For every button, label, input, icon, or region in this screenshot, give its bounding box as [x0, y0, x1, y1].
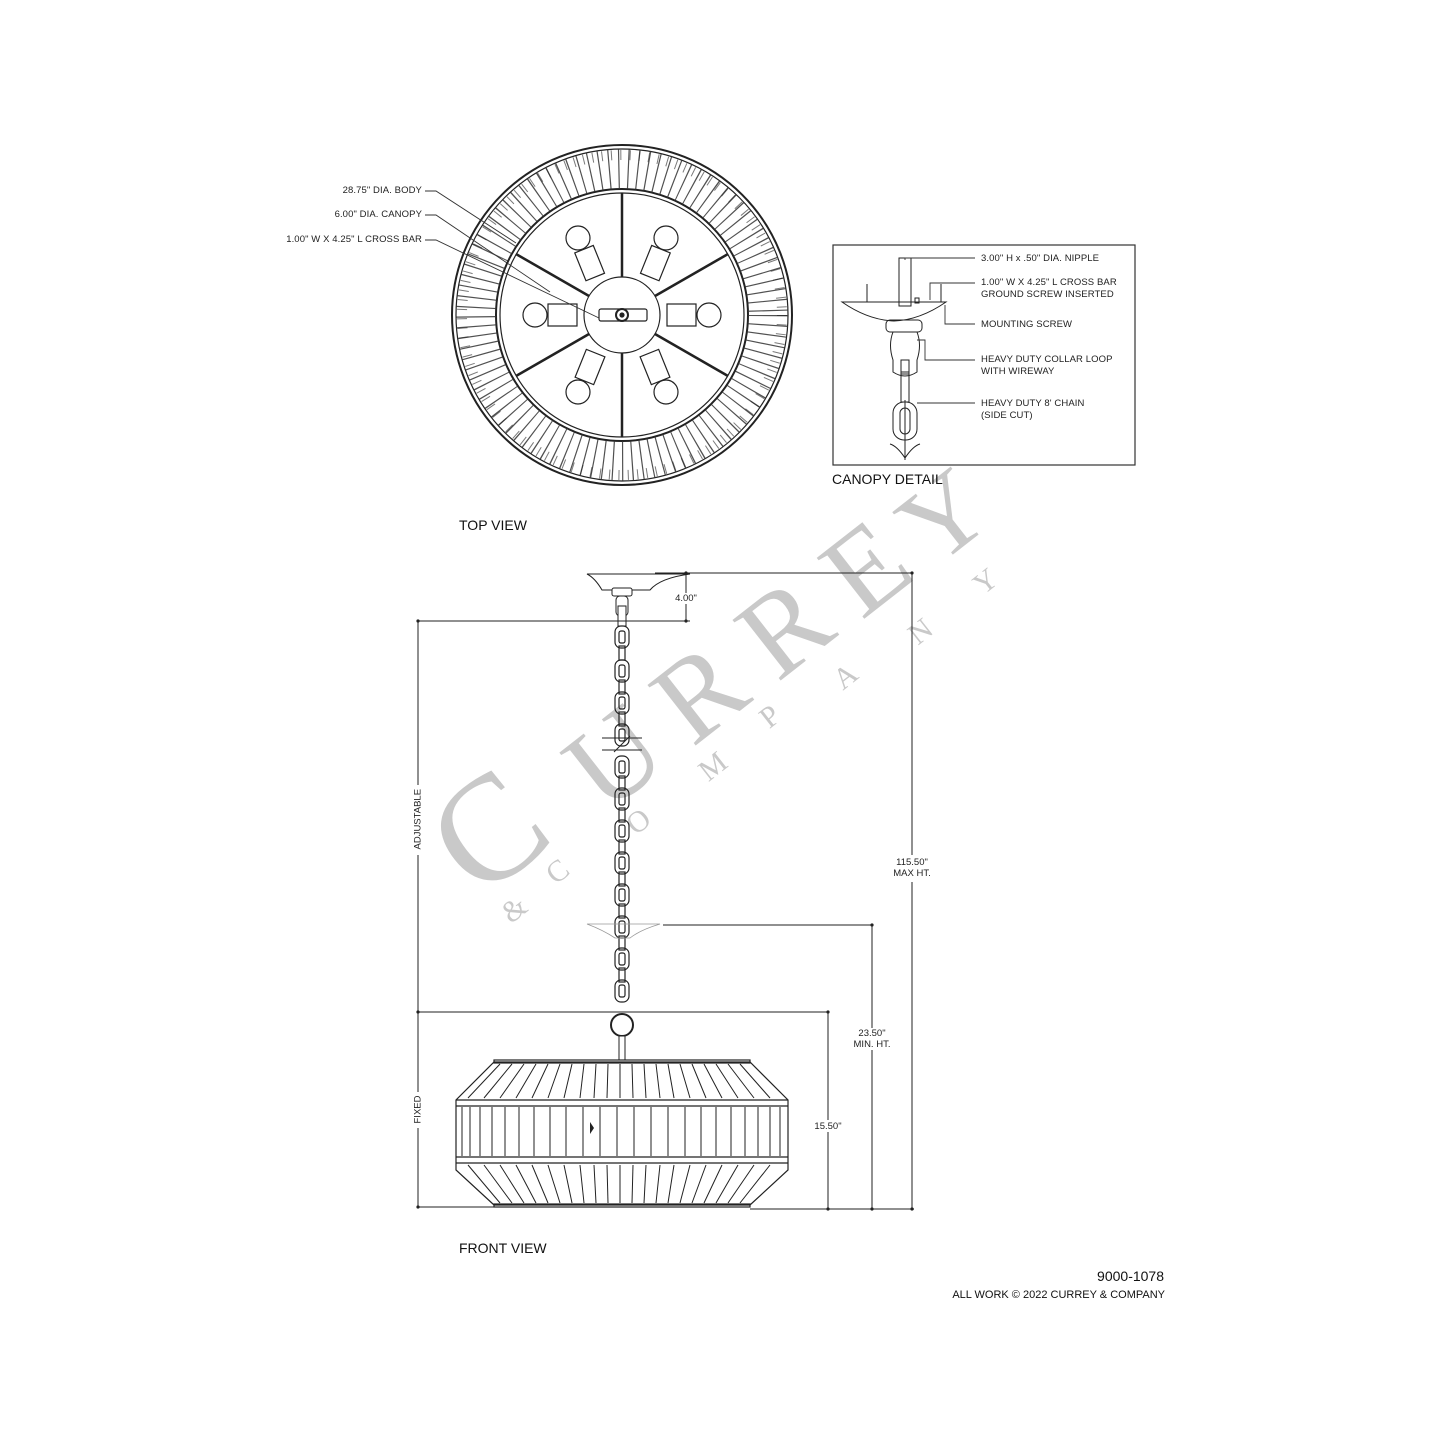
dim-min-height: 23.50" MIN. HT. — [847, 1028, 897, 1050]
part-number: 9000-1078 — [1097, 1268, 1164, 1284]
front-view-title: FRONT VIEW — [459, 1240, 547, 1256]
callout-chain: HEAVY DUTY 8' CHAIN — [981, 398, 1085, 409]
dim-max-height-label: MAX HT. — [893, 868, 931, 879]
callout-cross-bar: 1.00" W X 4.25" L CROSS BAR — [286, 234, 422, 245]
dim-max-height-value: 115.50" — [896, 857, 928, 868]
callout-collar-loop: HEAVY DUTY COLLAR LOOP — [981, 354, 1113, 365]
callout-wireway: WITH WIREWAY — [981, 366, 1055, 377]
dim-min-height-label: MIN. HT. — [853, 1039, 891, 1050]
dim-canopy-height: 4.00" — [671, 593, 701, 604]
callout-body-diameter: 28.75" DIA. BODY — [342, 185, 422, 196]
dim-adjustable-label: ADJUSTABLE — [412, 788, 424, 850]
copyright: ALL WORK © 2022 CURREY & COMPANY — [952, 1289, 1165, 1301]
dim-max-height: 115.50" MAX HT. — [887, 857, 937, 879]
dim-fixed-label: FIXED — [412, 1095, 424, 1124]
callout-ground-screw: GROUND SCREW INSERTED — [981, 289, 1114, 300]
callout-side-cut: (SIDE CUT) — [981, 410, 1033, 421]
top-view-title: TOP VIEW — [459, 517, 527, 533]
dim-body-height: 15.50" — [808, 1121, 848, 1132]
dim-min-height-value: 23.50" — [858, 1028, 886, 1039]
canopy-detail-title: CANOPY DETAIL — [832, 471, 943, 487]
callout-cross-bar-detail: 1.00" W X 4.25" L CROSS BAR — [981, 277, 1117, 288]
callout-nipple: 3.00" H x .50" DIA. NIPPLE — [981, 253, 1100, 264]
callout-canopy-diameter: 6.00" DIA. CANOPY — [334, 209, 422, 220]
callout-mounting-screw: MOUNTING SCREW — [981, 319, 1073, 330]
